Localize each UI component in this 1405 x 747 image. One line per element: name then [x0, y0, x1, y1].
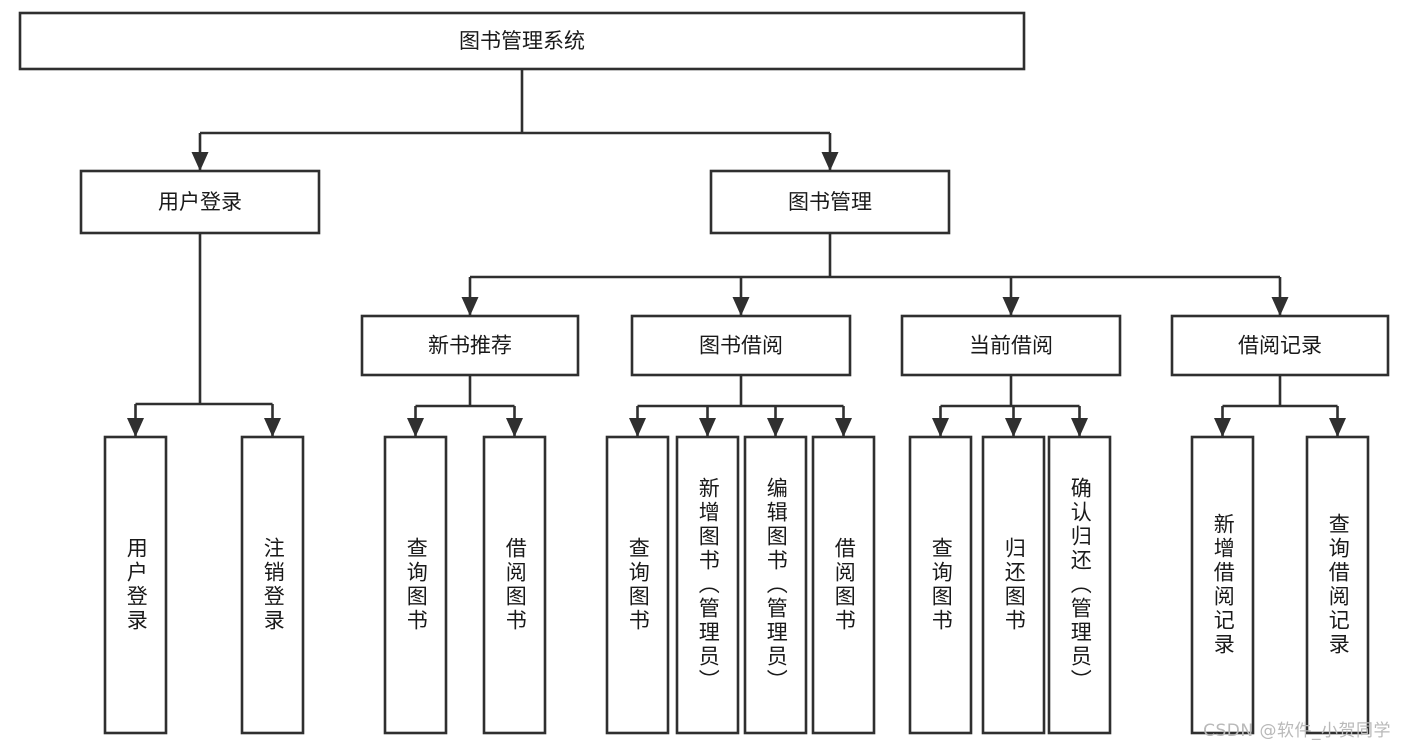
node-box-root[interactable]	[18, 11, 1026, 71]
connector-arrowhead	[127, 418, 144, 437]
connector-arrowhead	[932, 418, 949, 437]
node-label-root: 图书管理系统	[459, 29, 585, 53]
connector-arrowhead	[461, 297, 479, 316]
node-box-leaf-add-record[interactable]	[1190, 435, 1255, 735]
connector-arrowhead	[821, 152, 839, 171]
connector-arrowhead	[835, 418, 852, 437]
node-box-leaf-query-record[interactable]	[1305, 435, 1370, 735]
connector-arrowhead	[407, 418, 424, 437]
connector-arrowhead	[629, 418, 646, 437]
node-label-borrow-record: 借阅记录	[1238, 334, 1322, 358]
node-label-new-book-rec: 新书推荐	[428, 334, 512, 358]
node-box-borrow-record[interactable]	[1170, 314, 1390, 377]
node-box-leaf-borrow-book-rec[interactable]	[482, 435, 547, 735]
node-label-current-borrow: 当前借阅	[969, 334, 1053, 358]
node-box-new-book-rec[interactable]	[360, 314, 580, 377]
node-box-leaf-query-book-cur[interactable]	[908, 435, 973, 735]
connector-arrowhead	[506, 418, 523, 437]
node-box-leaf-logout[interactable]	[240, 435, 305, 735]
connector-arrowhead	[191, 152, 209, 171]
node-box-book-borrow[interactable]	[630, 314, 852, 377]
node-box-leaf-return-book[interactable]	[981, 435, 1046, 735]
watermark-text: CSDN @软件_小贺同学	[1203, 721, 1391, 741]
connector-arrowhead	[264, 418, 281, 437]
node-box-book-manage[interactable]	[709, 169, 951, 235]
connector-arrowhead	[1005, 418, 1022, 437]
connector-arrowhead	[732, 297, 750, 316]
connector-arrowhead	[1002, 297, 1020, 316]
node-box-leaf-borrow-book[interactable]	[811, 435, 876, 735]
node-label-book-manage: 图书管理	[788, 190, 872, 214]
node-box-leaf-query-book-borrow[interactable]	[605, 435, 670, 735]
node-box-user-login[interactable]	[79, 169, 321, 235]
connector-arrowhead	[699, 418, 716, 437]
connector-arrowhead	[1071, 418, 1088, 437]
node-box-current-borrow[interactable]	[900, 314, 1122, 377]
connector-arrowhead	[1329, 418, 1346, 437]
node-label-book-borrow: 图书借阅	[699, 334, 783, 358]
connector-arrowhead	[767, 418, 784, 437]
connector-arrowhead	[1271, 297, 1289, 316]
node-box-leaf-user-login[interactable]	[103, 435, 168, 735]
node-box-layer	[18, 11, 1390, 735]
node-box-leaf-confirm-return[interactable]	[1047, 435, 1112, 735]
node-box-leaf-edit-book[interactable]	[743, 435, 808, 735]
node-box-leaf-add-book[interactable]	[675, 435, 740, 735]
node-box-leaf-query-book-rec[interactable]	[383, 435, 448, 735]
connector-arrowhead	[1214, 418, 1231, 437]
connector-layer	[127, 69, 1346, 437]
node-label-user-login: 用户登录	[158, 190, 242, 214]
